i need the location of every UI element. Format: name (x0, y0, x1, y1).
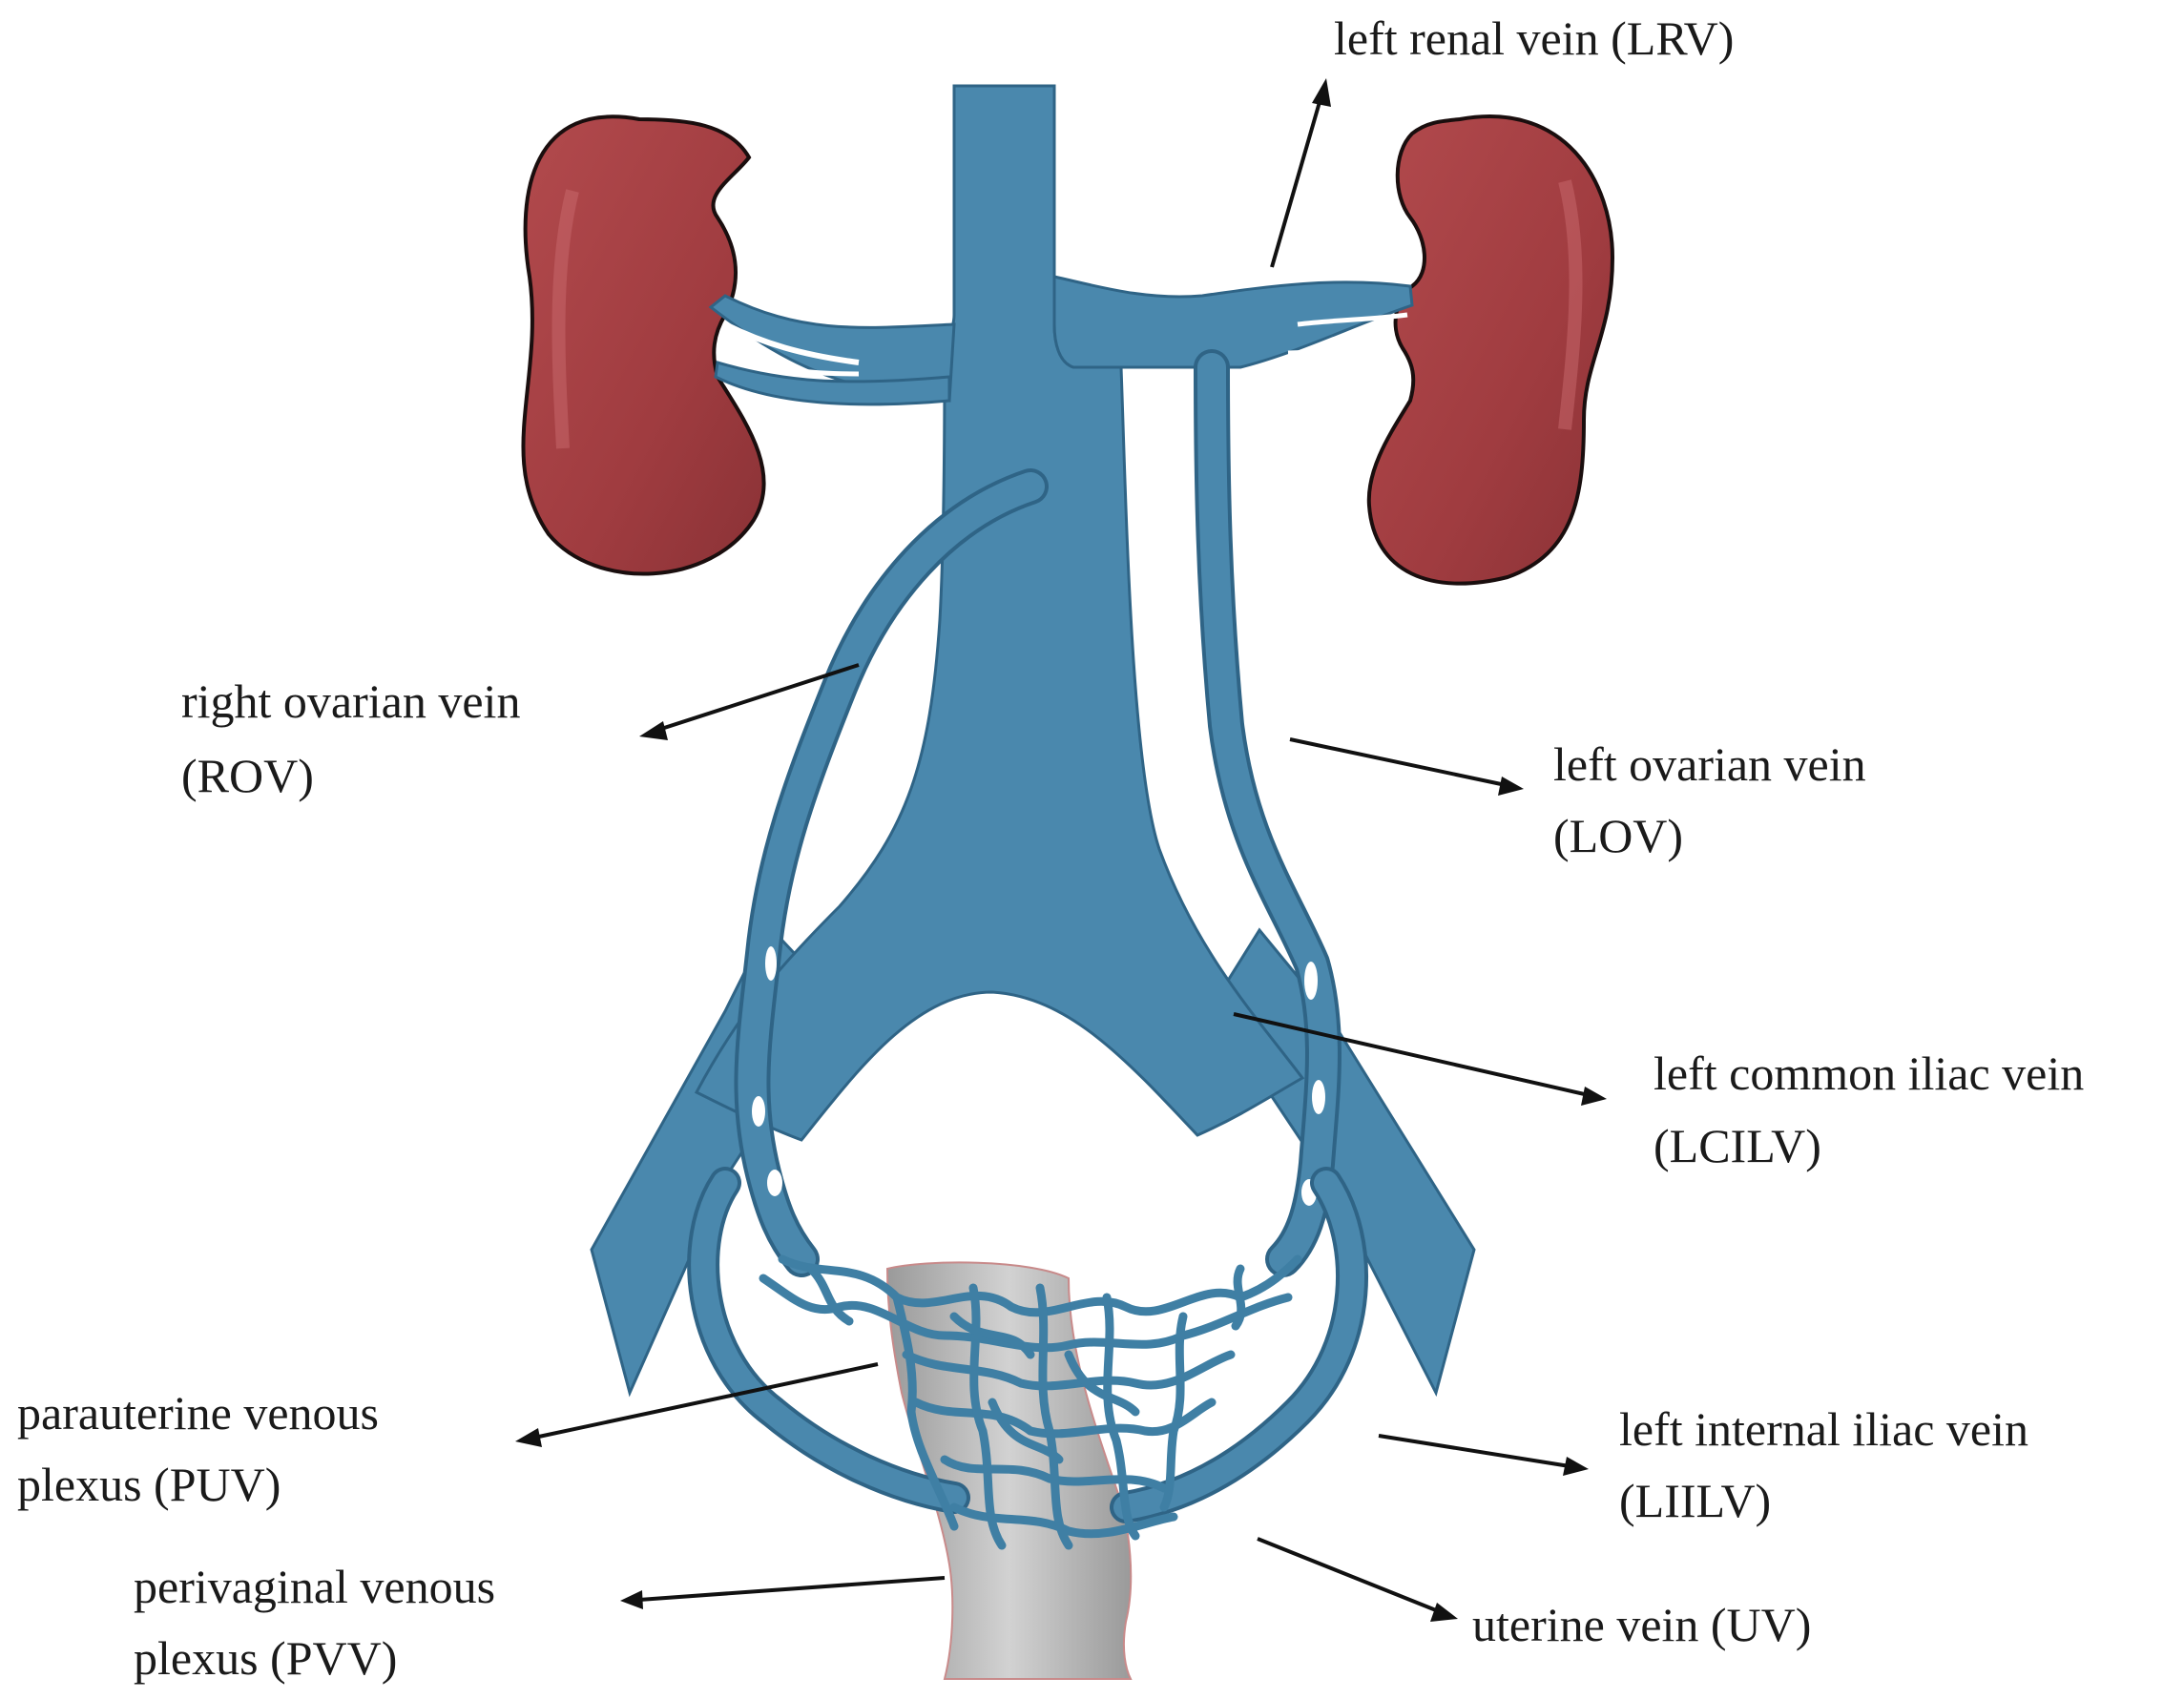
right-ovarian-vein (734, 468, 1049, 1277)
label-lcilv-line2: (LCILV) (1654, 1119, 1821, 1172)
arrow-pvv (620, 1576, 946, 1609)
label-lov-line2: (LOV) (1553, 809, 1683, 862)
label-lov: left ovarian vein (LOV) (1553, 737, 1878, 862)
left-kidney (1366, 114, 1615, 586)
label-pvv: perivaginal venous plexus (PVV) (134, 1560, 508, 1685)
label-lrv-line1: left renal vein (LRV) (1334, 11, 1734, 65)
label-liilv-line1: left internal iliac vein (1619, 1402, 2028, 1456)
arrow-lov (1289, 737, 1524, 796)
right-kidney (521, 114, 766, 576)
label-lov-line1: left ovarian vein (1553, 737, 1866, 791)
label-liilv-line2: (LIILV) (1619, 1474, 1771, 1527)
internal-iliac-veins (687, 1167, 1368, 1523)
label-uv-line1: uterine vein (UV) (1472, 1598, 1811, 1651)
right-renal-vein (708, 294, 956, 406)
label-rov-line2: (ROV) (181, 749, 314, 802)
label-rov: right ovarian vein (ROV) (181, 674, 532, 802)
arrow-uv (1257, 1537, 1458, 1622)
left-renal-vein (1052, 275, 1414, 369)
arrow-liilv (1378, 1434, 1589, 1476)
label-lcilv-line1: left common iliac vein (1654, 1046, 2084, 1100)
label-puv: parauterine venous plexus (PUV) (17, 1386, 391, 1511)
label-puv-line2: plexus (PUV) (17, 1458, 281, 1511)
label-pvv-line2: plexus (PVV) (134, 1631, 397, 1685)
label-lcilv: left common iliac vein (LCILV) (1654, 1046, 2096, 1172)
venous-plexus-mesh (759, 1254, 1302, 1550)
label-rov-line1: right ovarian vein (181, 674, 520, 728)
left-ovarian-vein (1194, 349, 1342, 1277)
label-lrv: left renal vein (LRV) (1334, 11, 1734, 65)
arrow-rov (639, 663, 860, 740)
label-liilv: left internal iliac vein (LIILV) (1619, 1402, 2040, 1527)
label-pvv-line1: perivaginal venous (134, 1560, 495, 1613)
label-puv-line1: parauterine venous (17, 1386, 379, 1440)
arrow-puv (515, 1362, 879, 1447)
label-uv: uterine vein (UV) (1472, 1598, 1811, 1651)
arrow-lrv (1270, 78, 1331, 268)
arrow-lcilv (1233, 1012, 1607, 1106)
inferior-vena-cava (694, 84, 1305, 1142)
